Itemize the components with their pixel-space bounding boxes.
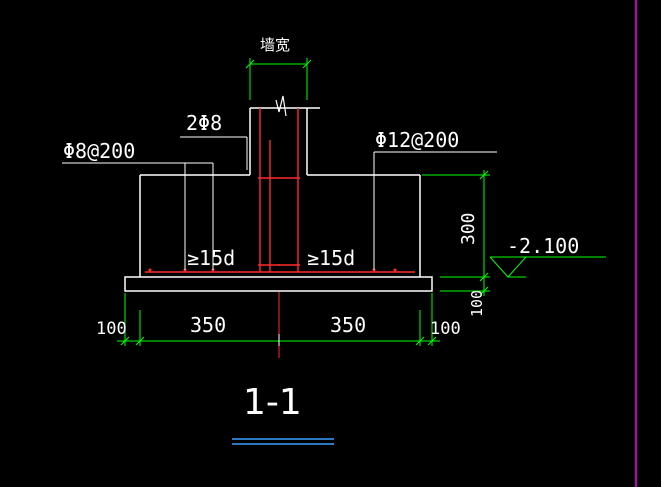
anchor-right-label: ≥15d	[307, 246, 355, 270]
dim-right-offset: 100	[430, 319, 461, 339]
section-title: 1-1	[243, 382, 302, 423]
base-dim-label: 100	[468, 290, 486, 317]
dim-right-span: 350	[330, 313, 366, 337]
dim-left-span: 350	[190, 313, 226, 337]
anchor-left-label: ≥15d	[187, 246, 235, 270]
dimension-lines	[117, 58, 606, 346]
leader-lines	[62, 136, 497, 270]
section-underline	[232, 438, 334, 445]
break-symbol	[275, 95, 287, 117]
top-rebar-label: 2Φ8	[186, 111, 222, 135]
main-rebar-label: Φ12@200	[375, 128, 459, 152]
dist-rebar-label: Φ8@200	[63, 139, 135, 163]
height-dim-label: 300	[458, 212, 479, 245]
wall-width-label: 墙宽	[260, 36, 290, 54]
rebar-dots	[148, 268, 397, 272]
rebar-lines	[145, 108, 415, 273]
footing-outline	[124, 107, 433, 292]
elevation-label: -2.100	[507, 234, 579, 258]
dim-left-offset: 100	[96, 319, 127, 339]
